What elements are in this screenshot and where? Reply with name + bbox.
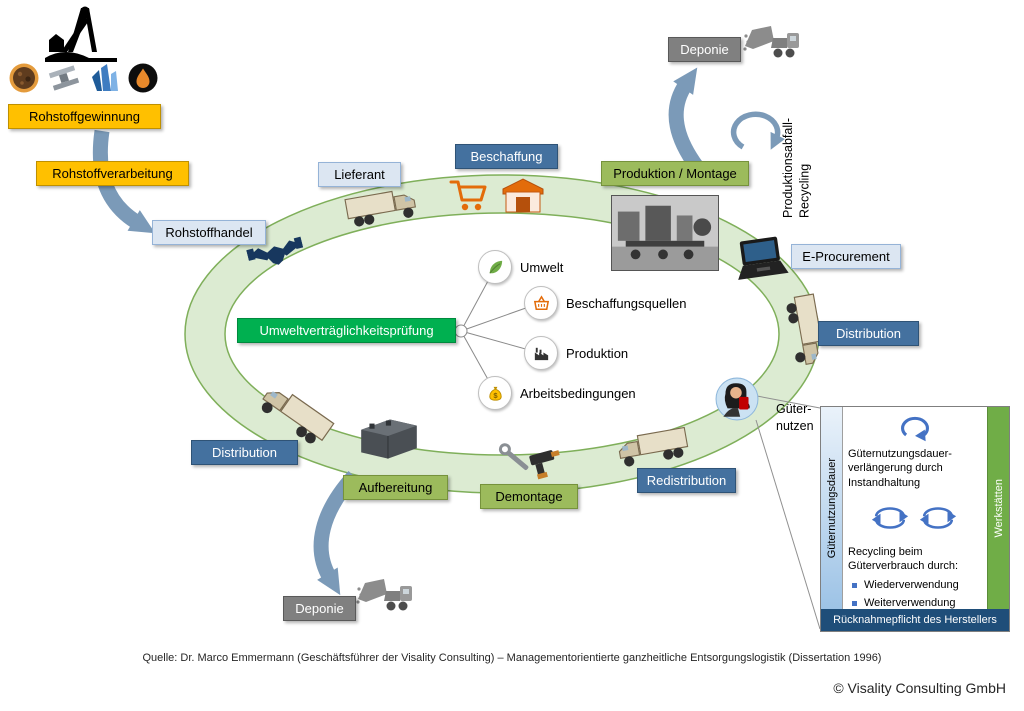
- stage-e-procurement: E-Procurement: [791, 244, 901, 269]
- stage-rohstoffverarbeitung: Rohstoffverarbeitung: [36, 161, 189, 186]
- production-waste-recycling-label: Produktionsabfall- Recycling: [781, 117, 812, 218]
- crystal-icon: [88, 62, 120, 94]
- dump-truck-icon: [356, 574, 416, 618]
- list-item: Weiterverwendung: [848, 596, 985, 610]
- panel-axis-label: Güternutzungsdauer: [825, 457, 838, 559]
- bullet-label: Wiederverwendung: [864, 579, 959, 591]
- gueternutzen-label: Güter- nutzen: [776, 402, 814, 433]
- mine-headframe-icon: [45, 6, 117, 66]
- stage-lieferant: Lieferant: [318, 162, 401, 187]
- mindmap-item-produktion: Produktion: [524, 336, 628, 370]
- consumer-avatar: [715, 377, 759, 421]
- panel-content: Güternutzungsdauer-verlängerung durch In…: [843, 407, 987, 609]
- factory-icon: [524, 336, 558, 370]
- mindmap-label: Beschaffungsquellen: [566, 295, 687, 311]
- panel-footer-ruecknahmepflicht: Rücknahmepflicht des Herstellers: [821, 609, 1009, 631]
- callout-line-top: [756, 395, 821, 409]
- mindmap-item-arbeitsbedingungen: $ Arbeitsbedingungen: [478, 376, 636, 410]
- source-caption: Quelle: Dr. Marco Emmermann (Geschäftsfü…: [142, 652, 882, 664]
- panel-axis-werkstaetten: Werkstätten: [987, 407, 1009, 609]
- mindmap-label: Produktion: [566, 345, 629, 361]
- supply-chain-ring-inner: [224, 212, 780, 456]
- stage-rohstoffhandel: Rohstoffhandel: [152, 220, 266, 245]
- stage-redistribution: Redistribution: [637, 468, 736, 493]
- ore-nugget-icon: [8, 62, 40, 94]
- panel-axis-gueternutzungsdauer: Güternutzungsdauer: [821, 407, 843, 609]
- recycle-loop-icon: [919, 505, 957, 531]
- stage-umweltvertraeglichkeitspruefung: Umweltverträglichkeitsprüfung: [237, 318, 456, 343]
- mindmap-label: Umwelt: [520, 259, 564, 275]
- laptop-icon: [729, 236, 791, 284]
- mindmap-label: Arbeitsbedingungen: [520, 385, 636, 401]
- recycle-loop-icon: [871, 505, 909, 531]
- copyright-notice: © Visality Consulting GmbH: [833, 680, 1006, 696]
- gueternutzung-panel: Güternutzungsdauer Güternutzungsdauer-ve…: [820, 406, 1010, 632]
- dump-truck-icon: [743, 22, 803, 64]
- mindmap-hub: [454, 324, 468, 338]
- stage-demontage: Demontage: [480, 484, 578, 509]
- bullet-square-icon: [852, 600, 857, 606]
- panel-axis-label: Werkstätten: [992, 478, 1005, 538]
- battery-icon: [355, 413, 423, 463]
- recycling-bullet-list: Wiederverwendung Weiterverwendung: [848, 578, 985, 615]
- stage-deponie-top: Deponie: [668, 37, 741, 62]
- stage-rohstoffgewinnung: Rohstoffgewinnung: [8, 104, 161, 129]
- handshake-icon: [245, 234, 308, 282]
- mindmap-item-umwelt: Umwelt: [478, 250, 563, 284]
- svg-text:$: $: [493, 390, 498, 399]
- list-item: Wiederverwendung: [848, 578, 985, 592]
- callout-line-bottom: [755, 419, 821, 630]
- recycling-loops: [871, 505, 957, 531]
- bullet-square-icon: [852, 582, 857, 588]
- warehouse-icon: [500, 176, 546, 216]
- bullet-label: Weiterverwendung: [864, 597, 956, 610]
- money-bag-icon: $: [478, 376, 512, 410]
- stage-produktion-montage: Produktion / Montage: [601, 161, 749, 186]
- production-photo: [611, 195, 719, 271]
- stage-beschaffung: Beschaffung: [455, 144, 558, 169]
- production-waste-loop-arrow: [730, 111, 785, 150]
- stage-distribution-left: Distribution: [191, 440, 298, 465]
- stage-aufbereitung: Aufbereitung: [343, 475, 448, 500]
- oil-drop-icon: [127, 62, 159, 94]
- maintenance-loop-icon: [889, 411, 941, 443]
- recycling-title: Recycling beim Güterverbrauch durch:: [848, 546, 959, 573]
- tools-icon: [495, 434, 571, 486]
- steel-beam-icon: [48, 62, 80, 94]
- leaf-icon: [478, 250, 512, 284]
- arrow-to-deponie-top: [668, 67, 704, 172]
- stage-distribution-right: Distribution: [818, 321, 919, 346]
- maintenance-text: Güternutzungsdauer-verlängerung durch In…: [848, 448, 952, 489]
- stage-deponie-bottom: Deponie: [283, 596, 356, 621]
- shopping-basket-icon: [524, 286, 558, 320]
- mindmap-item-beschaffungsquellen: Beschaffungsquellen: [524, 286, 686, 320]
- shopping-cart-icon: [448, 176, 492, 216]
